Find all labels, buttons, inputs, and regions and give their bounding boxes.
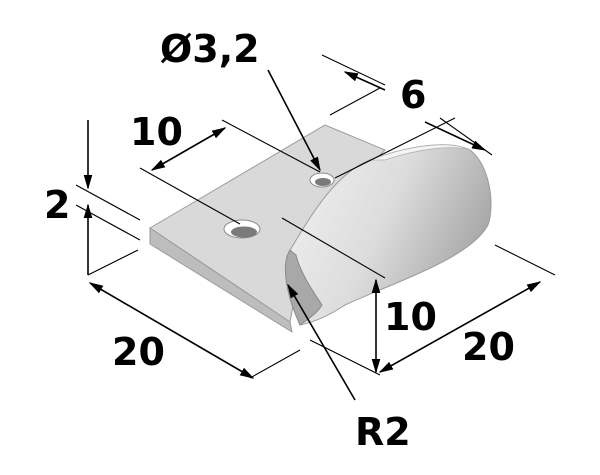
part-body: [149, 124, 492, 334]
hole-rear-inner: [315, 178, 331, 186]
label-thickness: 2: [44, 183, 70, 227]
height-ext-1: [281, 217, 386, 279]
length-dimension-line: [88, 282, 255, 379]
width-ext-2: [494, 244, 556, 276]
curl-width-ext-2: [334, 117, 456, 179]
hole-front-inner: [231, 226, 257, 238]
spacing-ext-1: [221, 119, 321, 173]
dimension-labels: Ø3,2 6 10 2 20 20 10 R2: [44, 27, 515, 454]
label-length: 20: [112, 330, 165, 374]
thickness-ext-2: [75, 204, 141, 241]
label-height: 10: [384, 295, 437, 339]
hole-diameter-leader: [267, 69, 321, 172]
label-width: 20: [462, 325, 515, 369]
spacing-dimension-line: [150, 127, 227, 171]
width-ext-1: [309, 339, 381, 376]
curl-width-arrow-1: [343, 71, 386, 91]
curl-width-ext-a: [329, 87, 381, 116]
label-curl-width: 6: [400, 73, 426, 117]
length-ext-2: [249, 349, 301, 379]
curl-end-face: [284, 249, 323, 326]
thickness-ext-1: [75, 184, 141, 221]
radius-leader: [287, 283, 356, 401]
curl-width-arrow-2: [424, 121, 487, 151]
label-radius: R2: [355, 410, 411, 454]
width-dimension-line: [378, 281, 542, 373]
length-ext-1: [87, 249, 139, 276]
dimension-lines: [75, 54, 556, 401]
label-hole-spacing: 10: [130, 110, 183, 154]
spacing-ext-2: [139, 167, 241, 225]
curl-width-ext-3: [439, 117, 493, 156]
label-hole-diameter: Ø3,2: [160, 27, 260, 71]
curl-top-edge: [369, 144, 471, 161]
curl-width-ext-1: [321, 54, 386, 86]
